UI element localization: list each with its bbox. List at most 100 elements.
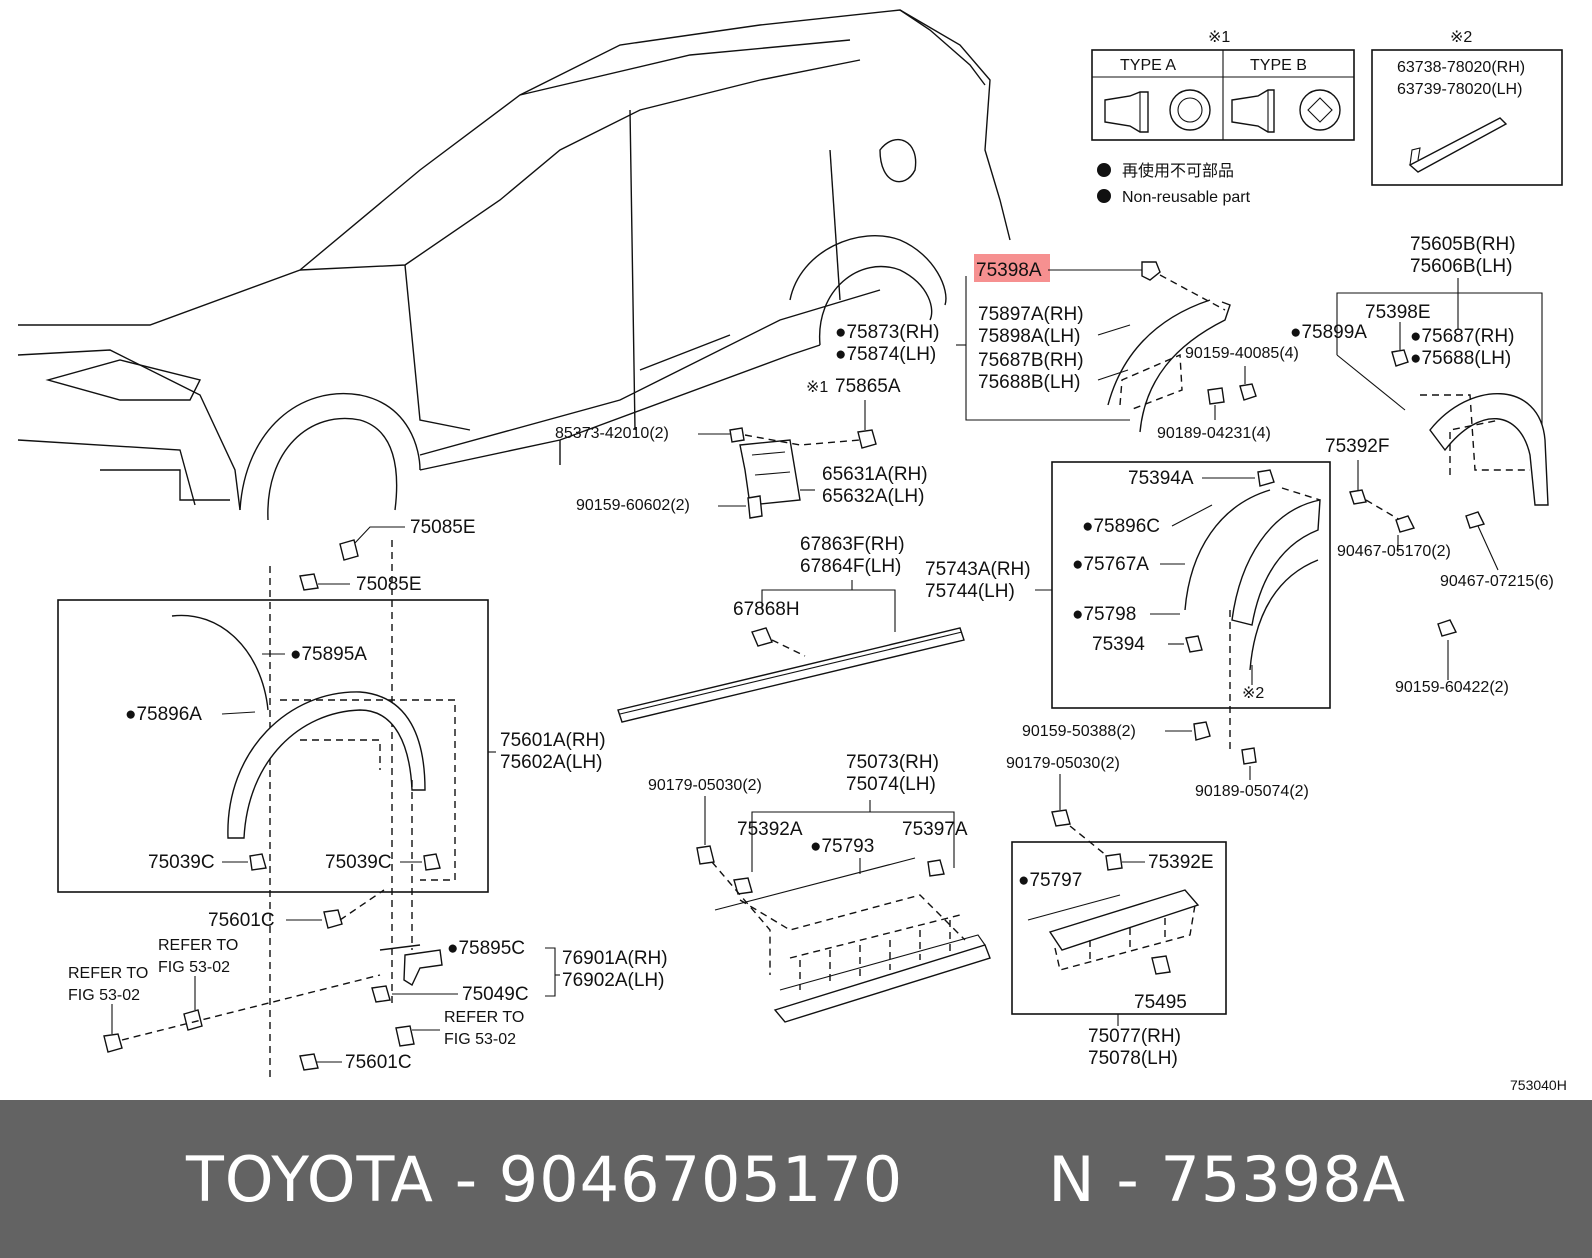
clip-67868H-icon [751,627,773,647]
part-label-75495[interactable]: 75495 [1134,992,1187,1013]
part-label-75687B[interactable]: 75687B(RH) [978,350,1084,371]
part-number-text: TOYOTA - 9046705170 N - 75398A [186,1143,1406,1216]
part-label-75392A[interactable]: 75392A [737,819,803,840]
part-label-76902A[interactable]: 76902A(LH) [562,970,664,991]
clip-75398E-icon [1391,349,1409,367]
part-label-90179-05030-1[interactable]: 90179-05030(2) [648,777,762,794]
clip-85373-icon [729,427,745,443]
part-label-75601C-2[interactable]: 75601C [345,1052,412,1073]
part-label-90189-05074[interactable]: 90189-05074(2) [1195,783,1309,800]
part-label-90179-05030-2[interactable]: 90179-05030(2) [1006,755,1120,772]
part-label-75601C-1[interactable]: 75601C [208,910,275,931]
part-label-90159-60602[interactable]: 90159-60602(2) [576,497,690,514]
non-reusable-dot-icon [1097,189,1111,203]
refer1-line2[interactable]: FIG 53-02 [158,959,230,976]
part-label-75896C[interactable]: ●75896C [1082,516,1160,537]
part-label-75898A[interactable]: 75898A(LH) [978,326,1080,347]
part-label-90159-50388[interactable]: 90159-50388(2) [1022,723,1136,740]
part-label-90159-60422[interactable]: 90159-60422(2) [1395,679,1509,696]
part-label-75398E[interactable]: 75398E [1365,302,1431,323]
part-label-75798[interactable]: ●75798 [1072,604,1136,625]
clip-75394A-icon [1257,469,1275,487]
rear-fender-molding-group: 75605B(RH) 75606B(LH) 75398E ●75899A ●75… [1290,234,1554,696]
highlight-75398A [974,254,1050,282]
refer2-line1[interactable]: REFER TO [68,965,148,982]
part-label-75688[interactable]: ●75688(LH) [1410,348,1511,369]
part-label-75078[interactable]: 75078(LH) [1088,1048,1178,1069]
clip-75039C-1-icon [249,853,267,871]
refer3-line2[interactable]: FIG 53-02 [444,1031,516,1048]
part-number-banner: TOYOTA - 9046705170 N - 75398A [0,1100,1592,1258]
part-label-75397A[interactable]: 75397A [902,819,968,840]
legend-japanese: 再使用不可部品 [1122,162,1234,180]
clip-refer1-icon [183,1009,203,1031]
part-label-90467-07215[interactable]: 90467-07215(6) [1440,573,1554,590]
part-label-75793[interactable]: ●75793 [810,836,874,857]
screw-90467-05170-icon [1395,515,1416,533]
part-label-75865A-mark: ※1 [806,379,828,396]
part-label-90159-40085[interactable]: 90159-40085(4) [1185,345,1299,362]
part-label-75688B[interactable]: 75688B(LH) [978,372,1080,393]
part-label-76901A[interactable]: 76901A(RH) [562,948,668,969]
rear-arch-group: 75398A ●75873(RH) ●75874(LH) 75897A(RH) … [835,254,1299,442]
part-label-75605B[interactable]: 75605B(RH) [1410,234,1516,255]
clip-75398A-icon [1141,261,1161,281]
note2-mark: ※2 [1450,29,1472,46]
part-label-75873[interactable]: ●75873(RH) [835,322,939,343]
rocker-panel-group: 90179-05030(2) 75073(RH) 75074(LH) 75392… [648,752,991,1023]
part-label-75895A[interactable]: ●75895A [290,644,367,665]
part-label-67864F[interactable]: 67864F(LH) [800,556,901,577]
part-label-75896A[interactable]: ●75896A [125,704,202,725]
part-label-75606B[interactable]: 75606B(LH) [1410,256,1512,277]
part-number: 9046705170 [498,1142,904,1216]
part-label-75039C-2[interactable]: 75039C [325,852,392,873]
part-label-75049C[interactable]: 75049C [462,984,529,1005]
part-label-75874[interactable]: ●75874(LH) [835,344,936,365]
part-label-75743A[interactable]: 75743A(RH) [925,559,1031,580]
part-label-75073[interactable]: 75073(RH) [846,752,939,773]
clip-75392E-icon [1105,853,1123,871]
part-label-75394[interactable]: 75394 [1092,634,1145,655]
part-label-75392F[interactable]: 75392F [1325,436,1389,457]
part-label-90467-05170[interactable]: 90467-05170(2) [1337,543,1451,560]
refer3-line1[interactable]: REFER TO [444,1009,524,1026]
rocker-rear-group: 90179-05030(2) 75392E ●75797 75495 75077… [1006,755,1227,1069]
part-label-75077[interactable]: 75077(RH) [1088,1026,1181,1047]
part-label-75797[interactable]: ●75797 [1018,870,1082,891]
part-label-75394A[interactable]: 75394A [1128,468,1194,489]
clip-75601C-2-icon [299,1053,319,1071]
clip-90189-04231-icon [1207,387,1225,405]
part-label-90189-04231[interactable]: 90189-04231(4) [1157,425,1271,442]
clip-75085E-1-icon [339,539,359,561]
separator: - [433,1142,499,1216]
part-label-65632A[interactable]: 65632A(LH) [822,486,924,507]
part-label-75039C-1[interactable]: 75039C [148,852,215,873]
refer1-line1[interactable]: REFER TO [158,937,238,954]
note2-mark-small: ※2 [1242,685,1264,702]
part-label-75744[interactable]: 75744(LH) [925,581,1015,602]
part-label-75392E[interactable]: 75392E [1148,852,1214,873]
nut-90159-60422-icon [1437,619,1458,637]
part-label-75085E-1[interactable]: 75085E [410,517,476,538]
part-label-75085E-2[interactable]: 75085E [356,574,422,595]
part-label-67868H[interactable]: 67868H [733,599,800,620]
part-label-85373[interactable]: 85373-42010(2) [555,425,669,442]
part-label-75767A[interactable]: ●75767A [1072,554,1149,575]
part-label-75897A[interactable]: 75897A(RH) [978,304,1084,325]
part-label-75602A[interactable]: 75602A(LH) [500,752,602,773]
clip-75039C-2-icon [423,853,441,871]
part-label-75687[interactable]: ●75687(RH) [1410,326,1514,347]
part-label-75895C[interactable]: ●75895C [447,938,525,959]
vehicle-outline [17,9,1011,521]
part-label-75074[interactable]: 75074(LH) [846,774,936,795]
part-label-75899A[interactable]: ●75899A [1290,322,1367,343]
clip-refer2-icon [103,1033,123,1053]
refer2-line2[interactable]: FIG 53-02 [68,987,140,1004]
part-label-75601A[interactable]: 75601A(RH) [500,730,606,751]
part-label-67863F[interactable]: 67863F(RH) [800,534,905,555]
part-label-75398A[interactable]: 75398A [976,260,1042,281]
rocker-panel-part [773,944,991,1023]
fastener-type-table: ※1 TYPE A TYPE B [1091,29,1355,141]
part-label-65631A[interactable]: 65631A(RH) [822,464,928,485]
part-label-75865A[interactable]: 75865A [835,376,901,397]
